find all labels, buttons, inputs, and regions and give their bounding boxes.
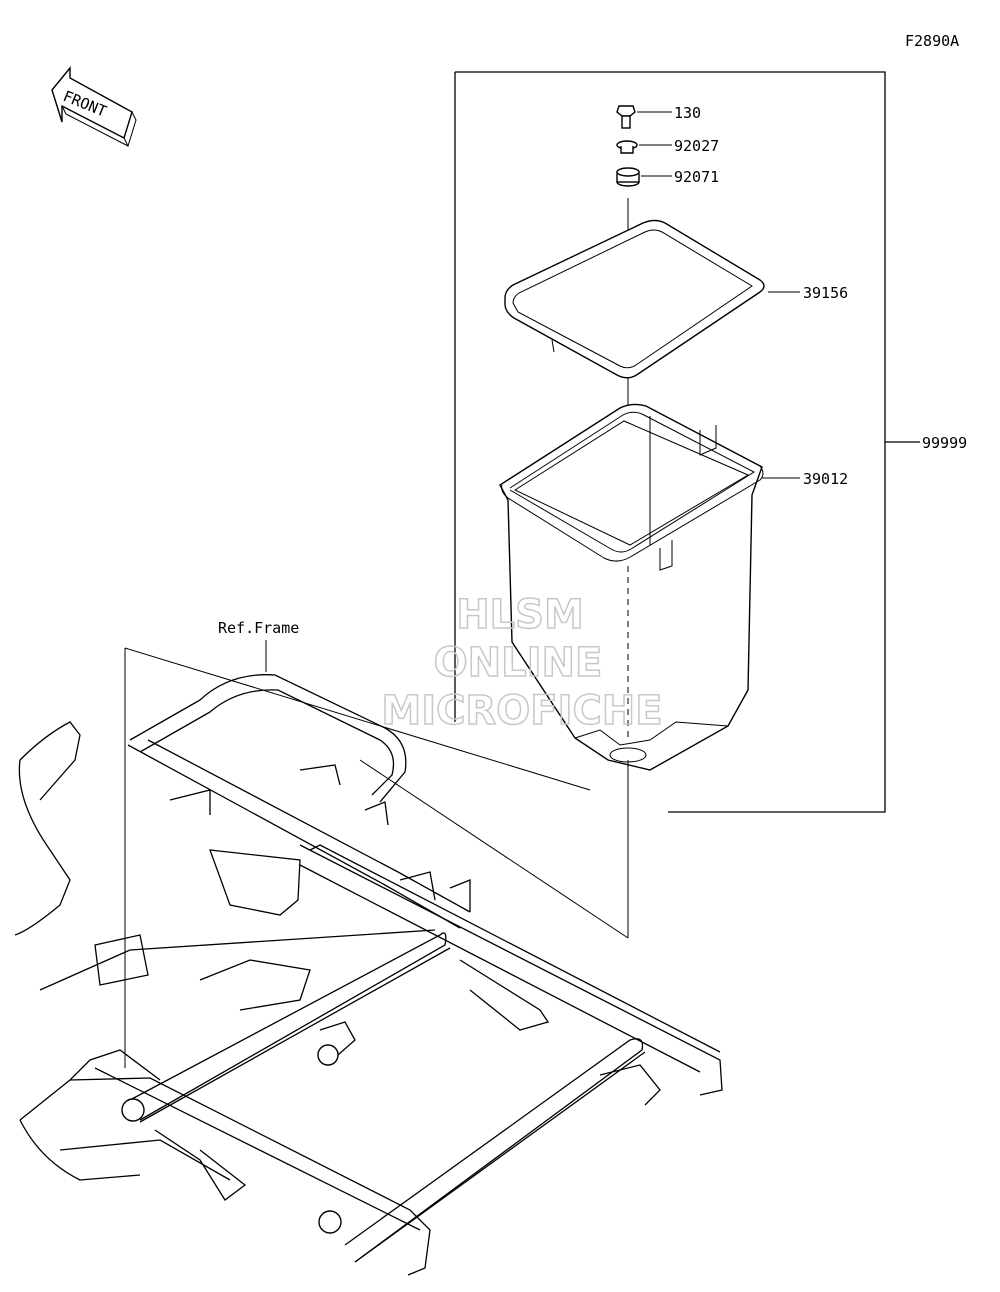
mounting-plane-lines [124,647,629,1068]
ref-frame-label: Ref.Frame [218,619,299,637]
gasket-39156 [504,219,800,379]
watermark-line-1: HLSM [456,592,584,638]
callout-92071: 92071 [674,168,719,186]
figure-code: F2890A [905,32,959,50]
vehicle-frame [14,674,723,1276]
assembly-bracket [454,71,920,813]
watermark-line-2: ONLINE [434,640,603,686]
callout-39012: 39012 [803,470,848,488]
front-arrow-icon: FRONT [51,66,137,148]
bolt-130 [616,105,672,129]
watermark: HLSM ONLINE MICROFICHE [381,591,664,735]
callout-39156: 39156 [803,284,848,302]
callout-99999: 99999 [922,434,967,452]
storage-box-39012 [499,403,800,771]
washer-92027 [616,140,672,154]
grommet-92071 [616,167,672,187]
watermark-line-3: MICROFICHE [381,688,662,734]
callout-92027: 92027 [674,137,719,155]
callout-130: 130 [674,104,701,122]
